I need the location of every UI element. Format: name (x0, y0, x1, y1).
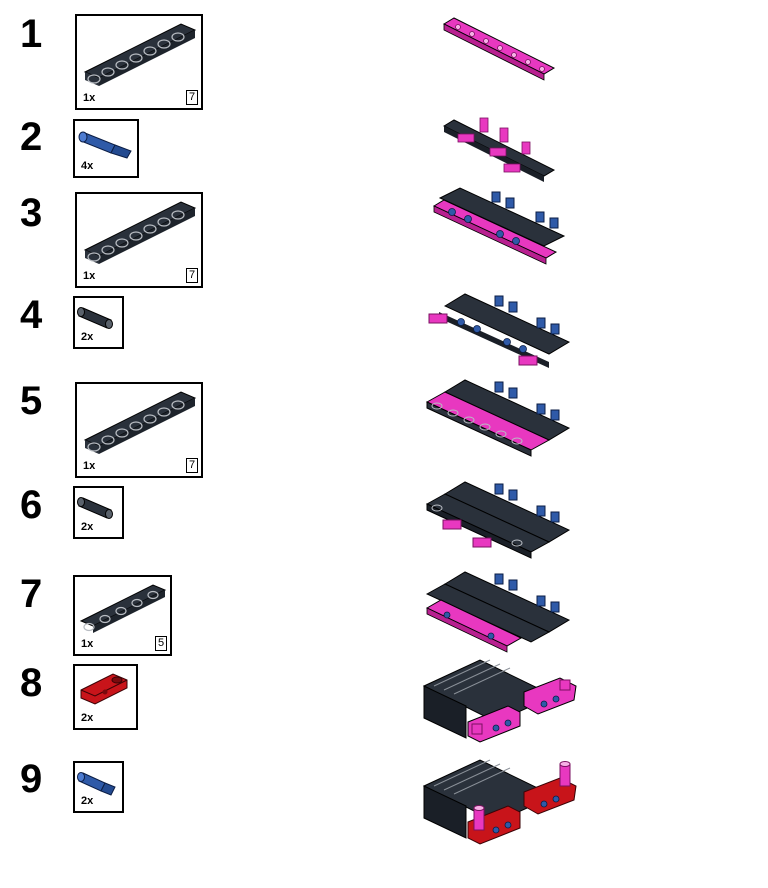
parts-callout: 4x (73, 119, 139, 178)
step-number: 5 (20, 379, 43, 423)
axle-pin-blue-icon (78, 131, 132, 159)
step-number: 7 (20, 572, 43, 616)
step-number: 3 (20, 191, 43, 235)
part-quantity: 2x (81, 712, 94, 724)
part-quantity: 1x (83, 92, 96, 104)
part-quantity: 2x (81, 521, 94, 533)
beam-dark-gray-5-icon (79, 584, 167, 633)
parts-callout: 2x (73, 296, 124, 349)
assembly-diagram (420, 656, 578, 757)
assembly-diagram (425, 570, 575, 661)
part-quantity: 2x (81, 795, 94, 807)
parts-callout: 1x 7 (75, 14, 203, 110)
assembly-diagram (440, 10, 560, 87)
step-number: 9 (20, 757, 43, 801)
assembly-diagram (440, 112, 560, 189)
beam-dark-gray-7-icon (83, 23, 197, 86)
part-quantity: 1x (81, 638, 94, 650)
step-number: 4 (20, 293, 43, 337)
part-length-badge: 7 (186, 458, 198, 473)
step-number: 6 (20, 483, 43, 527)
beam-dark-gray-7-icon (83, 201, 197, 264)
beam-dark-gray-7-icon (83, 391, 197, 454)
parts-callout: 1x 7 (75, 382, 203, 478)
connector-pin-gray-icon (77, 497, 113, 519)
part-quantity: 1x (83, 270, 96, 282)
part-quantity: 4x (81, 160, 94, 172)
assembly-diagram (425, 290, 575, 379)
part-quantity: 1x (83, 460, 96, 472)
assembly-diagram (425, 378, 575, 463)
parts-callout: 2x (73, 761, 124, 813)
assembly-diagram (420, 756, 580, 861)
axle-pin-blue-icon (77, 772, 116, 796)
assembly-diagram (425, 480, 575, 569)
parts-callout: 2x (73, 486, 124, 539)
step-number: 1 (20, 12, 43, 56)
assembly-diagram (430, 186, 570, 273)
parts-callout: 1x 5 (73, 575, 172, 656)
parts-callout: 1x 7 (75, 192, 203, 288)
part-length-badge: 7 (186, 90, 198, 105)
part-length-badge: 5 (155, 636, 167, 651)
connector-pin-gray-icon (77, 307, 113, 329)
part-length-badge: 7 (186, 268, 198, 283)
part-quantity: 2x (81, 331, 94, 343)
parts-callout: 2x (73, 664, 138, 730)
step-number: 2 (20, 115, 43, 159)
connector-red-icon (80, 673, 128, 705)
step-number: 8 (20, 661, 43, 705)
